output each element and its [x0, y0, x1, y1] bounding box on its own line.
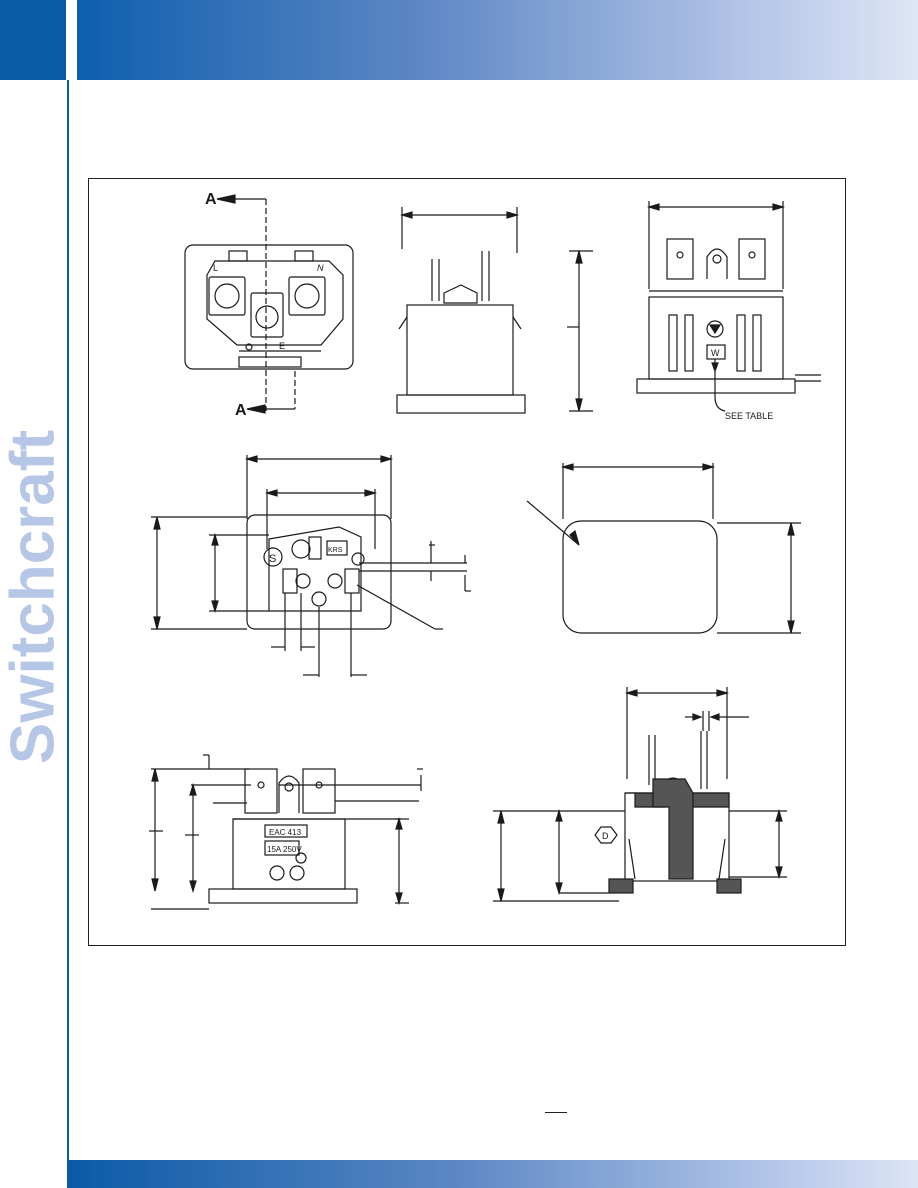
- section-marker-bottom: A: [235, 402, 247, 419]
- label-neutral: N: [317, 263, 324, 273]
- footer-gradient-band: [67, 1160, 918, 1188]
- technical-drawing: A A L N E: [149, 191, 821, 910]
- w-mark: W: [711, 348, 720, 358]
- technical-drawing-frame: A A L N E: [88, 178, 846, 946]
- svg-text:S: S: [269, 553, 276, 565]
- brand-vertical-logo: Switchcraft: [0, 395, 68, 800]
- see-table-note: SEE TABLE: [725, 411, 773, 421]
- view-rear: W SEE TABLE: [636, 201, 821, 421]
- section-hex-label: D: [602, 831, 609, 841]
- approval-text: EAC 413: [269, 828, 302, 837]
- brand-name: Switchcraft: [0, 429, 68, 765]
- approval-mark-krs: KRS: [328, 547, 343, 554]
- header-corner-block: [0, 0, 66, 80]
- side-rule: [67, 80, 69, 1160]
- rating-text: 15A 250V: [267, 845, 302, 854]
- label-earth: E: [279, 341, 285, 351]
- view-side: [396, 207, 593, 414]
- view-section-aa: D: [493, 687, 787, 902]
- section-marker-top: A: [205, 191, 217, 208]
- view-front-face: A A L N E: [184, 191, 354, 419]
- footer-mark: [545, 1112, 567, 1113]
- header-gradient-band: [77, 0, 918, 80]
- view-panel-face: S KRS: [151, 455, 471, 677]
- view-rear-label: EAC 413 15A 250V: [149, 754, 423, 910]
- label-line: L: [213, 263, 218, 273]
- view-panel-cutout: [526, 463, 801, 634]
